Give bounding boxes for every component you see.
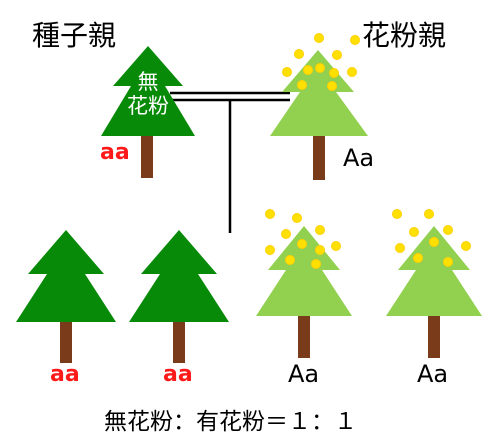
seed-parent-label: 種子親 [32, 19, 117, 52]
tree-trunk [428, 312, 440, 358]
tree-trunk [141, 132, 153, 178]
offspring-genotype-4: Aa [417, 360, 449, 388]
tree-trunk [60, 318, 72, 363]
offspring-tree-3 [256, 209, 352, 358]
cross-lines [170, 91, 290, 233]
no-pollen-label-line1: 無 [137, 70, 159, 94]
no-pollen-label-line2: 花粉 [127, 94, 169, 118]
tree-crown [101, 46, 195, 136]
offspring-genotype-3: Aa [288, 360, 320, 388]
pollen-dots [265, 209, 341, 269]
pollen-dots [282, 33, 360, 91]
tree-trunk [313, 132, 325, 180]
offspring-tree-2 [129, 230, 229, 363]
tree-trunk [298, 312, 310, 358]
pollen-parent-genotype: Aa [343, 144, 375, 172]
tree-crown [16, 230, 116, 322]
ratio-label: 無花粉：有花粉＝１：１ [104, 409, 357, 435]
offspring-genotype-1: aa [50, 362, 80, 387]
pollen-parent-label: 花粉親 [362, 19, 447, 52]
offspring-tree-1 [16, 230, 116, 363]
offspring-genotype-2: aa [163, 362, 193, 387]
tree-crown [386, 226, 482, 316]
no-pollen-label: 無 花粉 [122, 70, 174, 118]
tree-crown [270, 50, 368, 136]
pollen-parent-tree [270, 33, 368, 180]
seed-parent-tree [101, 46, 195, 178]
offspring-tree-4 [386, 209, 482, 358]
tree-crown [256, 226, 352, 316]
seed-parent-genotype: aa [100, 140, 130, 165]
tree-trunk [173, 318, 185, 363]
pollen-dots [392, 209, 471, 267]
tree-crown [129, 230, 229, 322]
